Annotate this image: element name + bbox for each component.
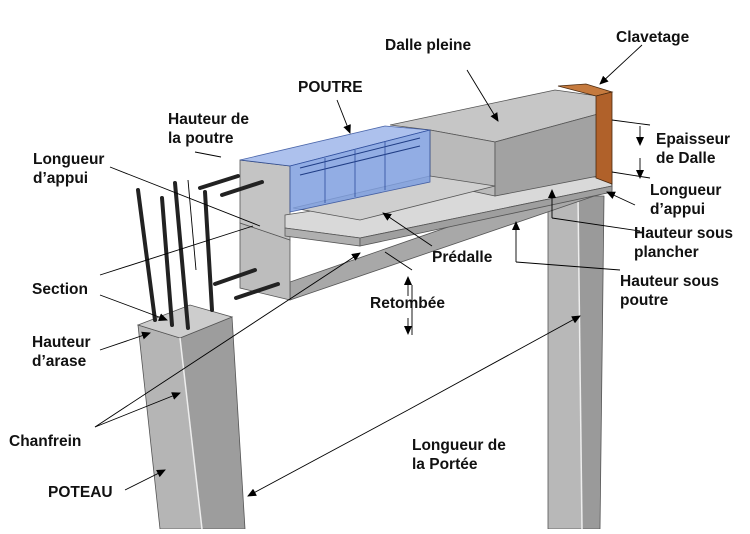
beam-rebar-cage — [239, 125, 431, 213]
clavetage-block — [557, 83, 614, 185]
label-chanfrein: Chanfrein — [9, 433, 82, 450]
label-poteau: POTEAU — [48, 484, 113, 501]
label-section: Section — [32, 281, 88, 298]
label-retombee: Retombée — [370, 295, 445, 312]
label-poutre: POUTRE — [298, 79, 363, 96]
label-predalle: Prédalle — [432, 249, 493, 266]
right-column — [547, 195, 605, 530]
predalle-plate — [284, 175, 613, 247]
left-column — [136, 304, 246, 530]
label-dalle-pleine: Dalle pleine — [385, 37, 472, 54]
starter-rebars — [136, 174, 280, 330]
label-clavetage: Clavetage — [616, 29, 690, 46]
leader-lines — [94, 44, 651, 497]
